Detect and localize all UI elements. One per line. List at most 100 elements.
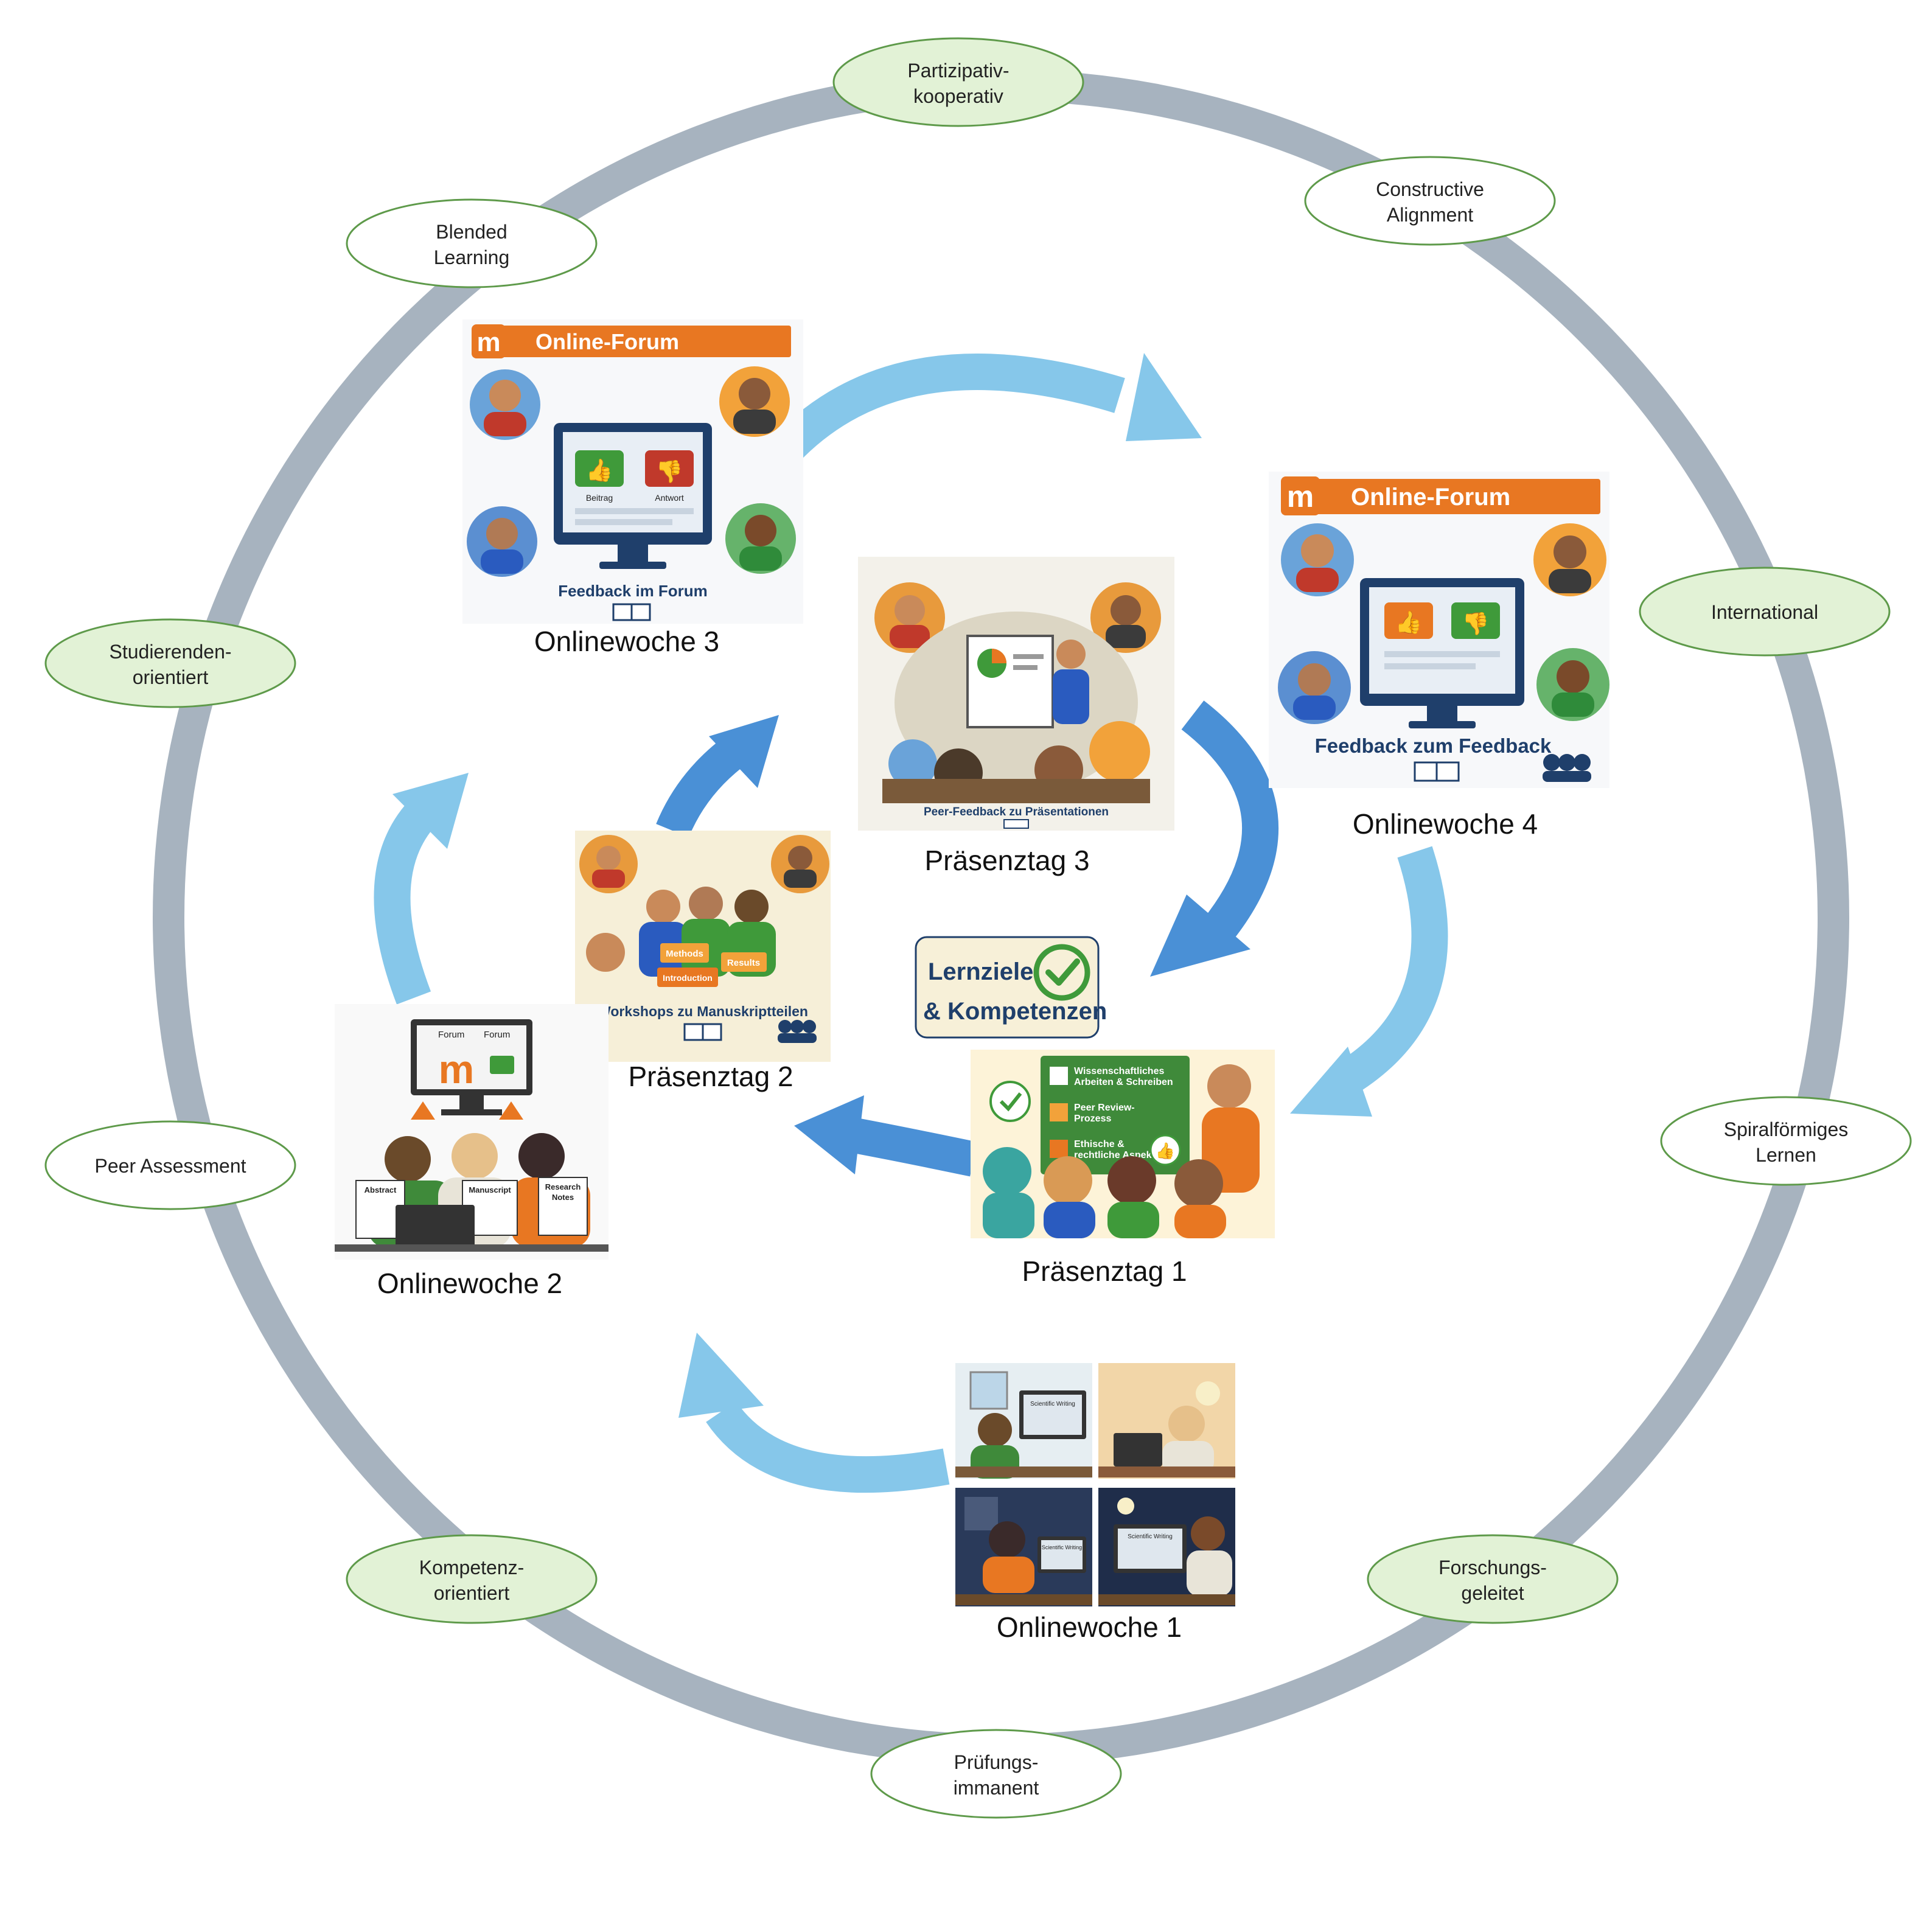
presentation-illustration-day3: Peer-Feedback zu Präsentationen [858, 557, 1174, 831]
svg-text:rechtliche Aspekte: rechtliche Aspekte [1074, 1150, 1160, 1160]
principle-constructive-line2: Alignment [1387, 204, 1473, 226]
svg-text:Notes: Notes [552, 1193, 574, 1202]
principle-studierenden-line2: orientiert [133, 666, 209, 688]
principle-peer-line1: Peer Assessment [95, 1155, 246, 1177]
chat-icon [490, 1056, 514, 1074]
badge-line2: & Kompetenzen [923, 998, 1107, 1025]
thumbs-down-icon: 👎 [645, 450, 694, 487]
step-label-praesenztag-1: Präsenztag 1 [1022, 1255, 1187, 1287]
principle-participativ-line1: Partizipativ- [907, 60, 1009, 82]
o1-screen-label: Scientific Writing [1030, 1401, 1075, 1407]
svg-text:m: m [476, 327, 500, 357]
step-label-onlinewoche-1: Onlinewoche 1 [997, 1611, 1182, 1643]
svg-text:Manuscript: Manuscript [469, 1185, 511, 1194]
principle-forschung-line1: Forschungs- [1439, 1557, 1547, 1578]
card-methods: Methods [660, 943, 709, 963]
svg-text:Introduction: Introduction [663, 973, 713, 983]
svg-text:Research: Research [545, 1182, 581, 1191]
svg-text:👍: 👍 [586, 458, 613, 483]
arrow-p3-to-center [1150, 700, 1279, 977]
arrow-o2-to-o3 [374, 773, 469, 1005]
principle-forschung: Forschungs-geleitet [1367, 1534, 1619, 1624]
principle-kompetenz: Kompetenz-orientiert [346, 1534, 598, 1624]
svg-text:👎: 👎 [656, 459, 683, 484]
moodle-logo-icon: m [472, 324, 506, 358]
principle-international: International [1639, 567, 1891, 657]
card-results: Results [721, 952, 767, 972]
principle-kompetenz-line2: orientiert [434, 1582, 510, 1604]
principle-studierenden: Studierenden-orientiert [44, 618, 296, 708]
svg-text:👍: 👍 [1395, 610, 1423, 635]
svg-text:Methods: Methods [666, 949, 703, 959]
svg-text:👎: 👎 [1462, 611, 1490, 636]
p2-caption: Workshops zu Manuskriptteilen [598, 1003, 808, 1019]
principle-blended-line1: Blended [436, 221, 507, 243]
o2-tab1: Forum [438, 1030, 464, 1040]
forum3-like-label: Beitrag [586, 493, 613, 503]
group-icon [1543, 754, 1591, 782]
principle-peer: Peer Assessment [44, 1120, 296, 1210]
principle-blended-line2: Learning [434, 246, 510, 268]
principle-forschung-line2: geleitet [1461, 1582, 1524, 1604]
svg-text:m: m [1287, 480, 1314, 514]
book-icon [612, 603, 651, 621]
step-label-onlinewoche-3: Onlinewoche 3 [534, 626, 719, 657]
workshop-illustration-day2: Methods Results Introduction Workshops z… [575, 831, 831, 1062]
chart-icon [1003, 819, 1029, 829]
group-icon [778, 1020, 817, 1043]
arrow-o1-to-o2 [678, 1333, 950, 1493]
forum-illustration-week3: m Online-Forum 👍 👎 Beitrag Antwort Feedb… [462, 319, 803, 624]
principle-pruefung: Prüfungs-immanent [870, 1729, 1122, 1819]
arrow-p2-to-p3 [656, 715, 779, 838]
step-label-onlinewoche-2: Onlinewoche 2 [377, 1268, 562, 1299]
svg-text:👍: 👍 [1156, 1142, 1175, 1160]
forum-illustration-week4: m Online-Forum 👍 👎 Feedback zum Feedback [1269, 472, 1609, 788]
remote-study-illustration-week1: Scientific Writing Scientific Writing Sc… [952, 1357, 1238, 1613]
thumbs-up-icon: 👍 [1149, 1134, 1181, 1166]
manuscript-illustration-week2: Forum Forum m Abstract Manuscript Resear… [335, 1004, 609, 1260]
principle-participativ-line2: kooperativ [913, 85, 1003, 107]
svg-text:Peer Review-: Peer Review- [1074, 1103, 1135, 1113]
document-research-notes: Research Notes [538, 1177, 588, 1236]
svg-text:Ethische &: Ethische & [1074, 1139, 1125, 1149]
forum3-caption: Feedback im Forum [558, 582, 708, 600]
card-introduction: Introduction [657, 968, 718, 987]
learning-goals-badge: Lernziele & Kompetenzen [915, 936, 1107, 1039]
principle-studierenden-line1: Studierenden- [109, 641, 231, 663]
principle-constructive-line1: Constructive [1376, 178, 1484, 200]
forum3-dislike-label: Antwort [655, 493, 684, 503]
book-icon [1414, 761, 1460, 782]
thumbs-up-icon: 👍 [575, 450, 624, 487]
forum4-header: Online-Forum [1351, 484, 1510, 511]
arrow-o3-to-o4 [772, 353, 1202, 463]
moodle-logo-icon: m [1281, 476, 1320, 515]
forum3-header: Online-Forum [535, 329, 679, 354]
svg-text:Results: Results [727, 958, 760, 968]
step-label-onlinewoche-4: Onlinewoche 4 [1353, 808, 1538, 840]
svg-text:m: m [439, 1047, 475, 1092]
forum4-caption: Feedback zum Feedback [1315, 734, 1552, 757]
principle-participativ: Partizipativ-kooperativ [832, 37, 1084, 127]
o2-tab2: Forum [484, 1030, 510, 1040]
step-label-praesenztag-2: Präsenztag 2 [628, 1061, 793, 1092]
principle-pruefung-line2: immanent [954, 1777, 1039, 1799]
svg-text:Prozess: Prozess [1074, 1114, 1111, 1124]
p3-caption: Peer-Feedback zu Präsentationen [924, 806, 1109, 818]
svg-text:Scientific Writing: Scientific Writing [1128, 1533, 1173, 1540]
step-label-praesenztag-3: Präsenztag 3 [924, 845, 1089, 876]
lecture-illustration-day1: Wissenschaftliches Arbeiten & Schreiben … [971, 1050, 1275, 1238]
svg-text:Scientific Writing: Scientific Writing [1042, 1544, 1082, 1550]
principle-pruefung-line1: Prüfungs- [954, 1751, 1039, 1773]
check-circle-icon [1033, 944, 1090, 1001]
arrow-o4-to-p1 [1290, 846, 1448, 1117]
principle-international-line1: International [1711, 601, 1818, 623]
laptop-icon [396, 1205, 475, 1250]
thumbs-down-icon: 👎 [1451, 602, 1500, 639]
thumbs-up-icon: 👍 [1384, 602, 1433, 639]
svg-text:Arbeiten & Schreiben: Arbeiten & Schreiben [1074, 1077, 1173, 1087]
svg-text:Abstract: Abstract [364, 1185, 397, 1194]
